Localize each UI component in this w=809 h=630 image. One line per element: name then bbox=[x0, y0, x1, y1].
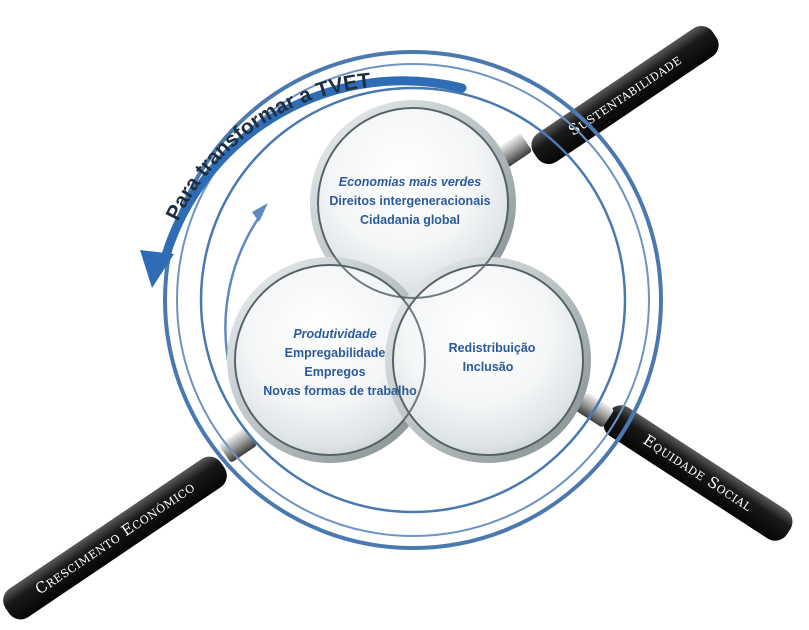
lens-right-line-1: Redistribuição bbox=[449, 341, 536, 355]
lens-right bbox=[385, 257, 591, 463]
handle-economic-growth: Crescimento Económico bbox=[3, 456, 227, 620]
lens-top bbox=[310, 100, 516, 306]
lens-right-line-2: Inclusão bbox=[463, 360, 514, 374]
lens-left bbox=[227, 257, 433, 463]
small-arrow-head-icon bbox=[252, 203, 268, 222]
lens-top-line-3: Cidadania global bbox=[360, 213, 460, 227]
lens-left-text: Produtividade Empregabilidade Empregos N… bbox=[263, 327, 417, 398]
lens-top-line-1: Economias mais verdes bbox=[339, 175, 481, 189]
big-arrow-head-icon bbox=[140, 250, 174, 288]
handle-label-economic-growth: Crescimento Económico bbox=[32, 478, 199, 598]
lens-left-line-4: Novas formas de trabalho bbox=[263, 384, 417, 398]
handle-label-sustainability: Sustentabilidade bbox=[565, 51, 685, 140]
big-arrow-arc bbox=[161, 76, 467, 260]
small-arrow-arc bbox=[224, 212, 264, 371]
middle-ring bbox=[176, 63, 650, 537]
lens-top-line-2: Direitos intergeneracionais bbox=[329, 194, 490, 208]
lens-right-text: Redistribuição Inclusão bbox=[449, 341, 536, 374]
lens-left-line-2: Empregabilidade bbox=[285, 346, 386, 360]
lens-left-line-1: Produtividade bbox=[293, 327, 376, 341]
lens-left-line-3: Empregos bbox=[304, 365, 365, 379]
ferrule-economic-growth bbox=[219, 428, 257, 462]
lens-overlap-lines bbox=[234, 107, 584, 456]
lens-top-text: Economias mais verdes Direitos intergene… bbox=[329, 175, 490, 227]
outer-ring bbox=[163, 50, 663, 550]
inner-ring bbox=[199, 86, 627, 514]
handle-label-social-equity: Equidade Social bbox=[640, 431, 756, 515]
